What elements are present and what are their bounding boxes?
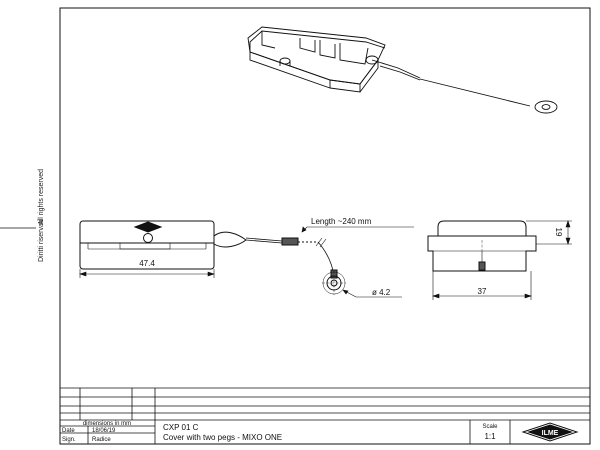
sign-value: Radice [92,437,111,443]
rights-note: All rights reserved [38,169,45,225]
ilme-logo-mark [133,221,163,233]
length-label: Length ~240 mm [311,217,372,226]
side-height-dimension: 19 [554,228,563,237]
ilme-logo-text: ILME [542,430,559,437]
date-value: 18/06/19 [92,428,116,434]
side-width-dimension: 37 [478,287,487,296]
isometric-view [247,26,558,114]
date-label: Date [62,428,75,434]
ilme-logo: ILME [521,422,579,442]
front-view [79,220,346,295]
units-note: dimensions in mm [83,421,131,427]
front-dimensions [79,226,414,298]
copyright-note: Diritti riservati [38,220,45,262]
diameter-label: ø 4.2 [372,288,391,297]
rights-text: All rights reserved [38,168,45,225]
sign-label: Sign. [62,437,76,443]
side-view [427,220,537,272]
front-width-dimension: 47.4 [139,259,155,268]
side-dimensions [432,220,572,300]
copyright-text: Diritti riservati [38,219,45,262]
part-code: CXP 01 C [163,423,199,432]
scale-value: 1:1 [484,432,496,441]
part-description: Cover with two pegs - MIXO ONE [163,433,282,442]
title-block [60,387,590,444]
drawing-frame [59,7,591,445]
scale-label: Scale [482,424,498,430]
